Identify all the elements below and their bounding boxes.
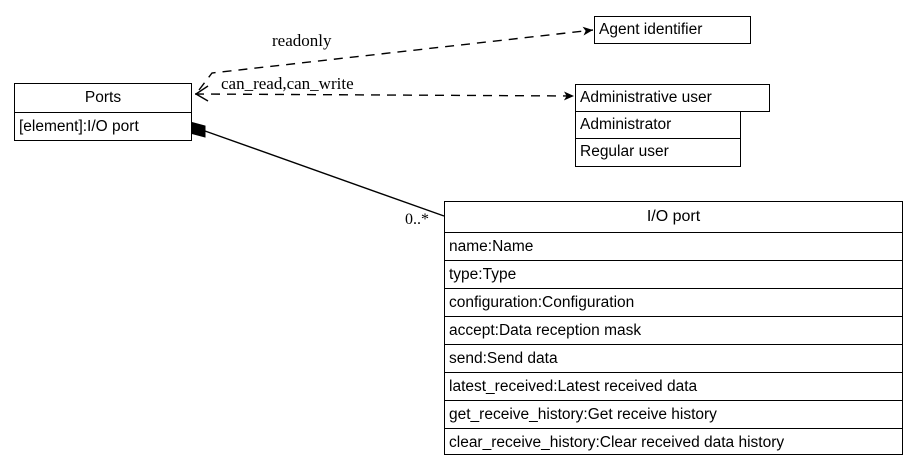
- dependency-readonly: [198, 26, 594, 91]
- class-attribute-administrator: Administrator: [580, 115, 672, 133]
- class-attribute-send: send:Send data: [445, 344, 902, 372]
- composition-ports-ioport: [189, 121, 445, 217]
- edge-label-readonly: readonly: [272, 31, 332, 50]
- edge-label-multiplicity: 0..*: [405, 211, 429, 228]
- class-attribute-regular-user: Regular user: [576, 138, 740, 165]
- class-attribute-latest-received: latest_received:Latest received data: [445, 372, 902, 400]
- class-name-ports: Ports: [84, 89, 122, 107]
- class-attribute-configuration: configuration:Configuration: [445, 288, 902, 316]
- class-attribute-ports-element: [element]:I/O port: [15, 112, 191, 140]
- class-attribute-get-receive-history: get_receive_history:Get receive history: [445, 400, 902, 428]
- class-attribute-name: name:Name: [445, 232, 902, 260]
- class-box-agent-identifier[interactable]: Agent identifier: [594, 16, 751, 44]
- class-box-io-port[interactable]: I/O port name:Name type:Type configurati…: [444, 201, 903, 455]
- class-attribute-type: type:Type: [445, 260, 902, 288]
- class-name-io-port: I/O port: [646, 208, 701, 225]
- class-attributes-administrative-user[interactable]: Administrator Regular user: [575, 111, 741, 167]
- class-attribute-clear-receive-history: clear_receive_history:Clear received dat…: [445, 428, 902, 456]
- edge-label-can-read-can-write: can_read,can_write: [221, 74, 354, 93]
- dependency-can-read-can-write: [194, 85, 575, 102]
- composition-diamond: [189, 121, 206, 138]
- class-name-agent-identifier: Agent identifier: [599, 21, 703, 39]
- class-name-administrative-user: Administrative user: [580, 89, 712, 107]
- class-attribute-accept: accept:Data reception mask: [445, 316, 902, 344]
- class-box-ports[interactable]: Ports [element]:I/O port: [14, 83, 192, 141]
- class-box-administrative-user[interactable]: Administrative user: [575, 84, 770, 112]
